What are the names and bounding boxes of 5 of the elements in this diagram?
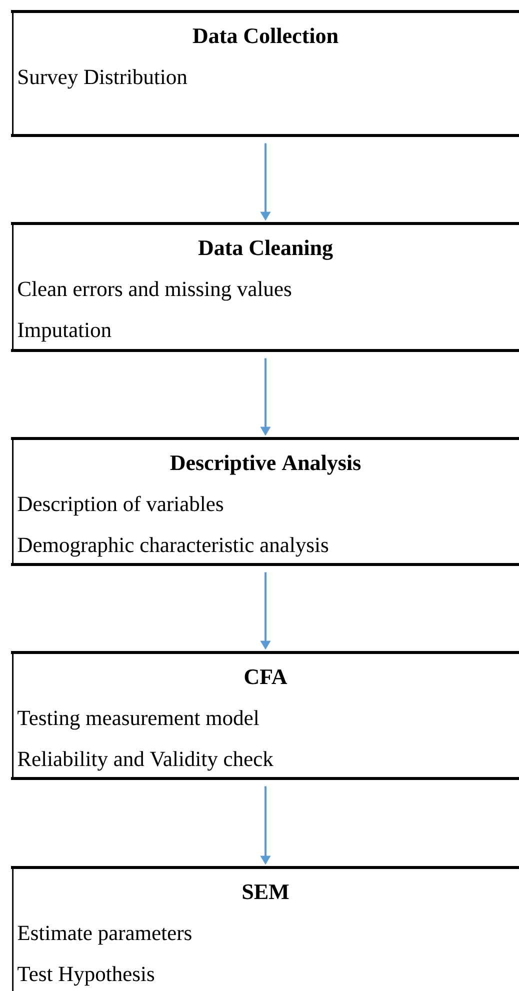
- process-box: SEM Estimate parameters Test Hypothesis: [11, 866, 519, 991]
- process-box: Data Collection Survey Distribution: [11, 10, 519, 138]
- process-box: CFA Testing measurement model Reliability and Validity check: [11, 651, 519, 780]
- process-box: Data Cleaning Clean errors and missing values Imputation: [11, 222, 519, 352]
- process-box: Descriptive Analysis Description of variables Demographic characteristic analysis: [11, 437, 519, 566]
